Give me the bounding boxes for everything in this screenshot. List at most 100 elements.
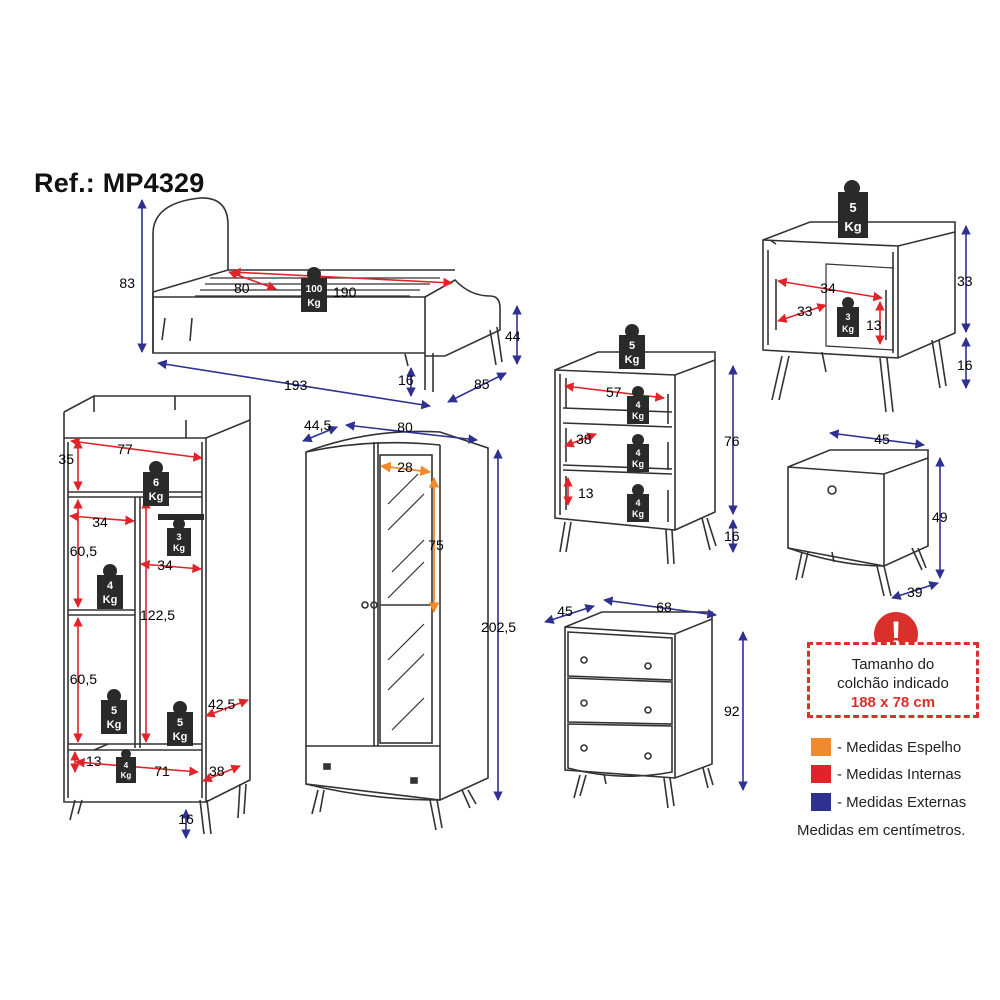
weight-tag-dresser-shelf-2: 4 Kg <box>627 434 649 472</box>
weight-wardrobe-shelf-unit: Kg <box>149 491 164 503</box>
weight-tag-wardrobe-rod: 3 Kg <box>167 518 191 556</box>
drawer-nightstand-drawing <box>787 449 929 597</box>
dim-mirror-width: 28 <box>397 459 413 475</box>
dim-nightstand-inner-height: 13 <box>866 317 882 333</box>
bed-drawing <box>152 197 503 392</box>
legend-item-mirror: - Medidas Espelho <box>811 737 961 757</box>
weight-wardrobe-low-left-unit: Kg <box>107 719 122 731</box>
weight-dresser-shelf-2-value: 4 <box>635 448 640 458</box>
weight-tag-wardrobe-drawer: 4 Kg <box>116 749 136 783</box>
dim-dresser3-width: 68 <box>656 599 672 615</box>
weight-dresser-shelf-1-value: 4 <box>635 400 640 410</box>
weight-bed-value: 100 <box>306 284 323 295</box>
weight-tag-dresser-shelf-1: 4 Kg <box>627 386 649 424</box>
weight-wardrobe-shelf-value: 6 <box>153 477 159 489</box>
legend-item-external: - Medidas Externas <box>811 792 966 812</box>
dim-wardrobe-inner-width: 77 <box>117 441 133 457</box>
weight-tag-bed: 100 Kg <box>301 267 327 312</box>
mattress-note-line2: colchão indicado <box>837 675 949 692</box>
dim-wardrobe-top-niche: 35 <box>58 451 74 467</box>
dim-bed-depth: 85 <box>474 376 490 392</box>
dim-dresser-drawer-h: 13 <box>578 485 594 501</box>
dim-wardrobe-depth-inner: 42,5 <box>208 696 235 712</box>
dim-wardrobe-shelf-width: 34 <box>92 514 108 530</box>
dim-bed-length: 193 <box>284 377 308 393</box>
dim-dresser-leg: 16 <box>724 528 740 544</box>
weight-wardrobe-low-right-unit: Kg <box>173 731 188 743</box>
dim-wardrobe-hanger-width: 34 <box>157 557 173 573</box>
legend-swatch-orange <box>811 738 831 756</box>
weight-tag-nightstand-drawer: 3 Kg <box>837 297 859 337</box>
dim-dresser-height: 76 <box>724 433 740 449</box>
legend-label-external: - Medidas Externas <box>837 793 967 811</box>
mattress-note-line1: Tamanho do <box>851 656 935 673</box>
weight-wardrobe-low-left-value: 5 <box>111 705 117 717</box>
weight-tag-wardrobe-low-right: 5 Kg <box>167 701 193 746</box>
legend-label-internal: - Medidas Internas <box>837 765 962 783</box>
weight-nightstand-drawer-value: 3 <box>845 312 850 322</box>
two-door-wardrobe-drawing <box>305 430 489 831</box>
weight-dresser-shelf-1-unit: Kg <box>632 411 644 421</box>
weight-tag-dresser-top: 5 Kg <box>619 324 645 369</box>
dim-nightstand-inner-width: 34 <box>820 280 836 296</box>
dim-wardrobe-leg: 16 <box>178 811 194 827</box>
dim-nightstand-inner-depth: 33 <box>797 303 813 319</box>
weight-dresser-shelf-3-value: 4 <box>635 498 640 508</box>
weight-wardrobe-low-right-value: 5 <box>177 717 183 729</box>
dim-bed-inner-length: 190 <box>333 284 357 300</box>
dim-two-door-width: 80 <box>397 419 413 435</box>
dim-bed-inner-width: 80 <box>234 280 250 296</box>
weight-wardrobe-drawer-unit: Kg <box>121 771 132 780</box>
weight-wardrobe-mid-value: 4 <box>107 580 114 592</box>
dim-mirror-height: 75 <box>428 537 444 553</box>
dim-wardrobe-drawer-depth: 38 <box>209 763 225 779</box>
weight-nightstand-top-value: 5 <box>849 200 856 215</box>
dim-drawer-nightstand-height: 49 <box>932 509 948 525</box>
dim-bed-leg: 16 <box>398 372 414 388</box>
dim-dresser3-height: 92 <box>724 703 740 719</box>
weight-tag-dresser-shelf-3: 4 Kg <box>627 484 649 522</box>
dim-dresser3-depth: 45 <box>557 603 573 619</box>
reference-code: Ref.: MP4329 <box>34 168 205 198</box>
dim-bed-height: 83 <box>119 275 135 291</box>
dim-wardrobe-drawer-height: 13 <box>86 753 102 769</box>
open-nightstand-drawing <box>762 221 956 413</box>
weight-wardrobe-mid-unit: Kg <box>103 594 118 606</box>
legend-item-internal: - Medidas Internas <box>811 764 961 784</box>
weight-wardrobe-drawer-value: 4 <box>124 761 129 770</box>
weight-tag-wardrobe-mid: 4 Kg <box>97 564 123 609</box>
weight-tag-wardrobe-shelf: 6 Kg <box>143 461 169 506</box>
dim-bed-side-height: 44 <box>505 328 521 344</box>
dim-two-door-height: 202,5 <box>481 619 516 635</box>
units-note: Medidas em centímetros. <box>797 822 966 839</box>
weight-dresser-top-value: 5 <box>629 340 635 352</box>
weight-dresser-top-unit: Kg <box>625 354 640 366</box>
legend-swatch-red <box>811 765 831 783</box>
three-drawer-dresser-drawing <box>564 611 714 809</box>
dim-wardrobe-hanger-height: 122,5 <box>140 607 175 623</box>
weight-nightstand-drawer-unit: Kg <box>842 324 854 334</box>
dim-nightstand-height: 33 <box>957 273 973 289</box>
dim-wardrobe-drawer-width: 71 <box>154 763 170 779</box>
weight-bed-unit: Kg <box>307 298 320 309</box>
dim-wardrobe-lower-height: 60,5 <box>70 671 97 687</box>
dim-wardrobe-shelf-height: 60,5 <box>70 543 97 559</box>
weight-nightstand-top-unit: Kg <box>844 219 861 234</box>
weight-dresser-shelf-2-unit: Kg <box>632 459 644 469</box>
dim-drawer-nightstand-depth: 39 <box>907 584 923 600</box>
dim-dresser-inner-width: 57 <box>606 384 622 400</box>
legend-label-mirror: - Medidas Espelho <box>837 738 962 756</box>
weight-wardrobe-rod-unit: Kg <box>173 543 185 553</box>
mattress-note-size: 188 x 78 cm <box>850 694 936 711</box>
dim-dresser-depth: 38 <box>576 431 592 447</box>
dim-drawer-nightstand-width: 45 <box>874 431 890 447</box>
dim-two-door-depth: 44,5 <box>304 417 331 433</box>
weight-dresser-shelf-3-unit: Kg <box>632 509 644 519</box>
weight-tag-nightstand-top: 5 Kg <box>838 180 868 238</box>
mattress-note: Tamanho do colchão indicado 188 x 78 cm <box>807 642 979 718</box>
legend-swatch-blue <box>811 793 831 811</box>
dim-nightstand-leg: 16 <box>957 357 973 373</box>
weight-wardrobe-rod-value: 3 <box>176 532 181 542</box>
weight-tag-wardrobe-low-left: 5 Kg <box>101 689 127 734</box>
